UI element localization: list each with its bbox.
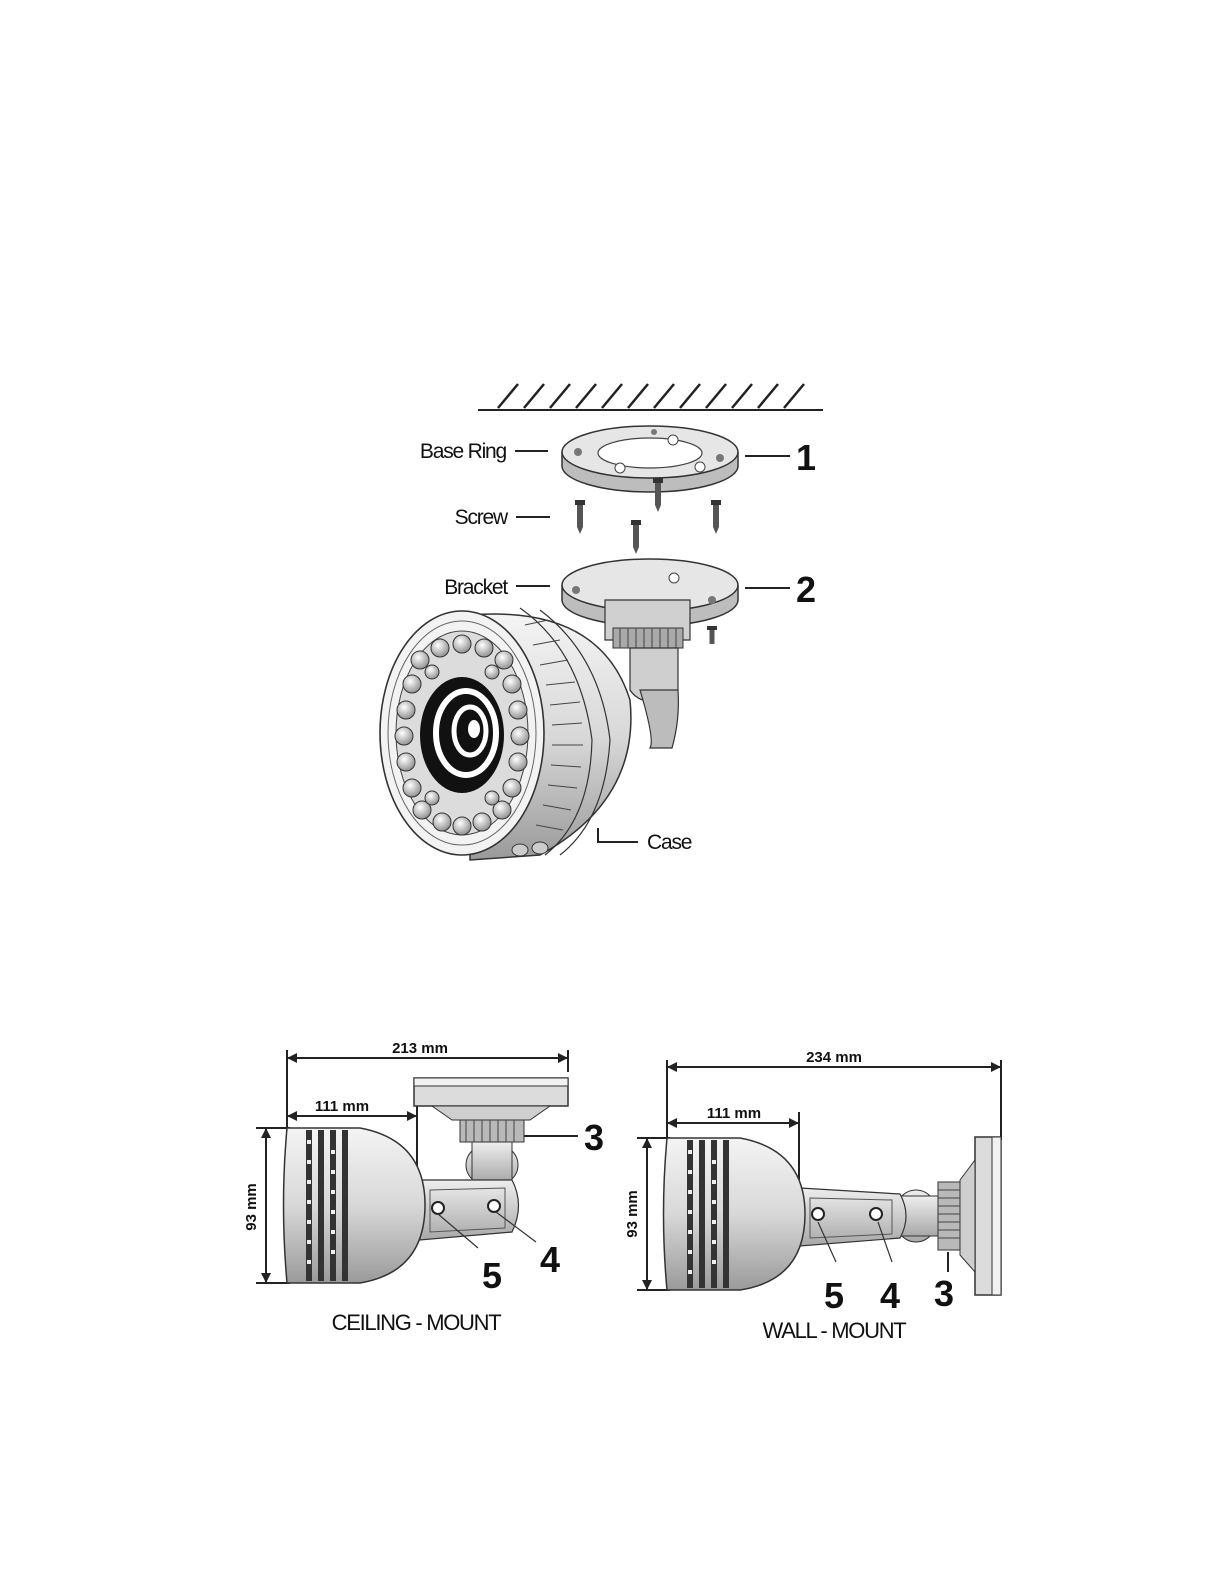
camera-case <box>380 608 631 860</box>
ceiling-number-5: 5 <box>482 1255 502 1296</box>
base-ring <box>562 426 738 492</box>
wall-width-total: 234 mm <box>806 1049 862 1066</box>
wall-height: 93 mm <box>624 1190 641 1238</box>
ceiling-number-3: 3 <box>584 1117 604 1158</box>
wall-width-body: 111 mm <box>707 1105 761 1122</box>
label-case: Case <box>647 831 692 854</box>
ceiling-mount-figure <box>256 1050 578 1283</box>
wall-mount-caption: WALL - MOUNT <box>763 1318 907 1343</box>
wall-number-3: 3 <box>934 1273 954 1314</box>
ceiling-number-4: 4 <box>540 1239 560 1280</box>
ceiling-width-total: 213 mm <box>392 1040 448 1057</box>
label-screw: Screw <box>455 506 509 529</box>
number-1: 1 <box>796 437 816 478</box>
ceiling-surface <box>478 384 823 410</box>
label-base-ring: Base Ring <box>420 440 507 463</box>
wall-mount-figure <box>637 1060 1001 1295</box>
label-bracket: Bracket <box>444 576 508 599</box>
wall-number-5: 5 <box>824 1275 844 1316</box>
ceiling-height: 93 mm <box>243 1183 260 1231</box>
number-2: 2 <box>796 569 816 610</box>
ceiling-mount-caption: CEILING - MOUNT <box>332 1310 502 1335</box>
camera-lens <box>420 677 504 793</box>
ceiling-width-body: 111 mm <box>315 1098 369 1115</box>
wall-number-4: 4 <box>880 1275 900 1316</box>
